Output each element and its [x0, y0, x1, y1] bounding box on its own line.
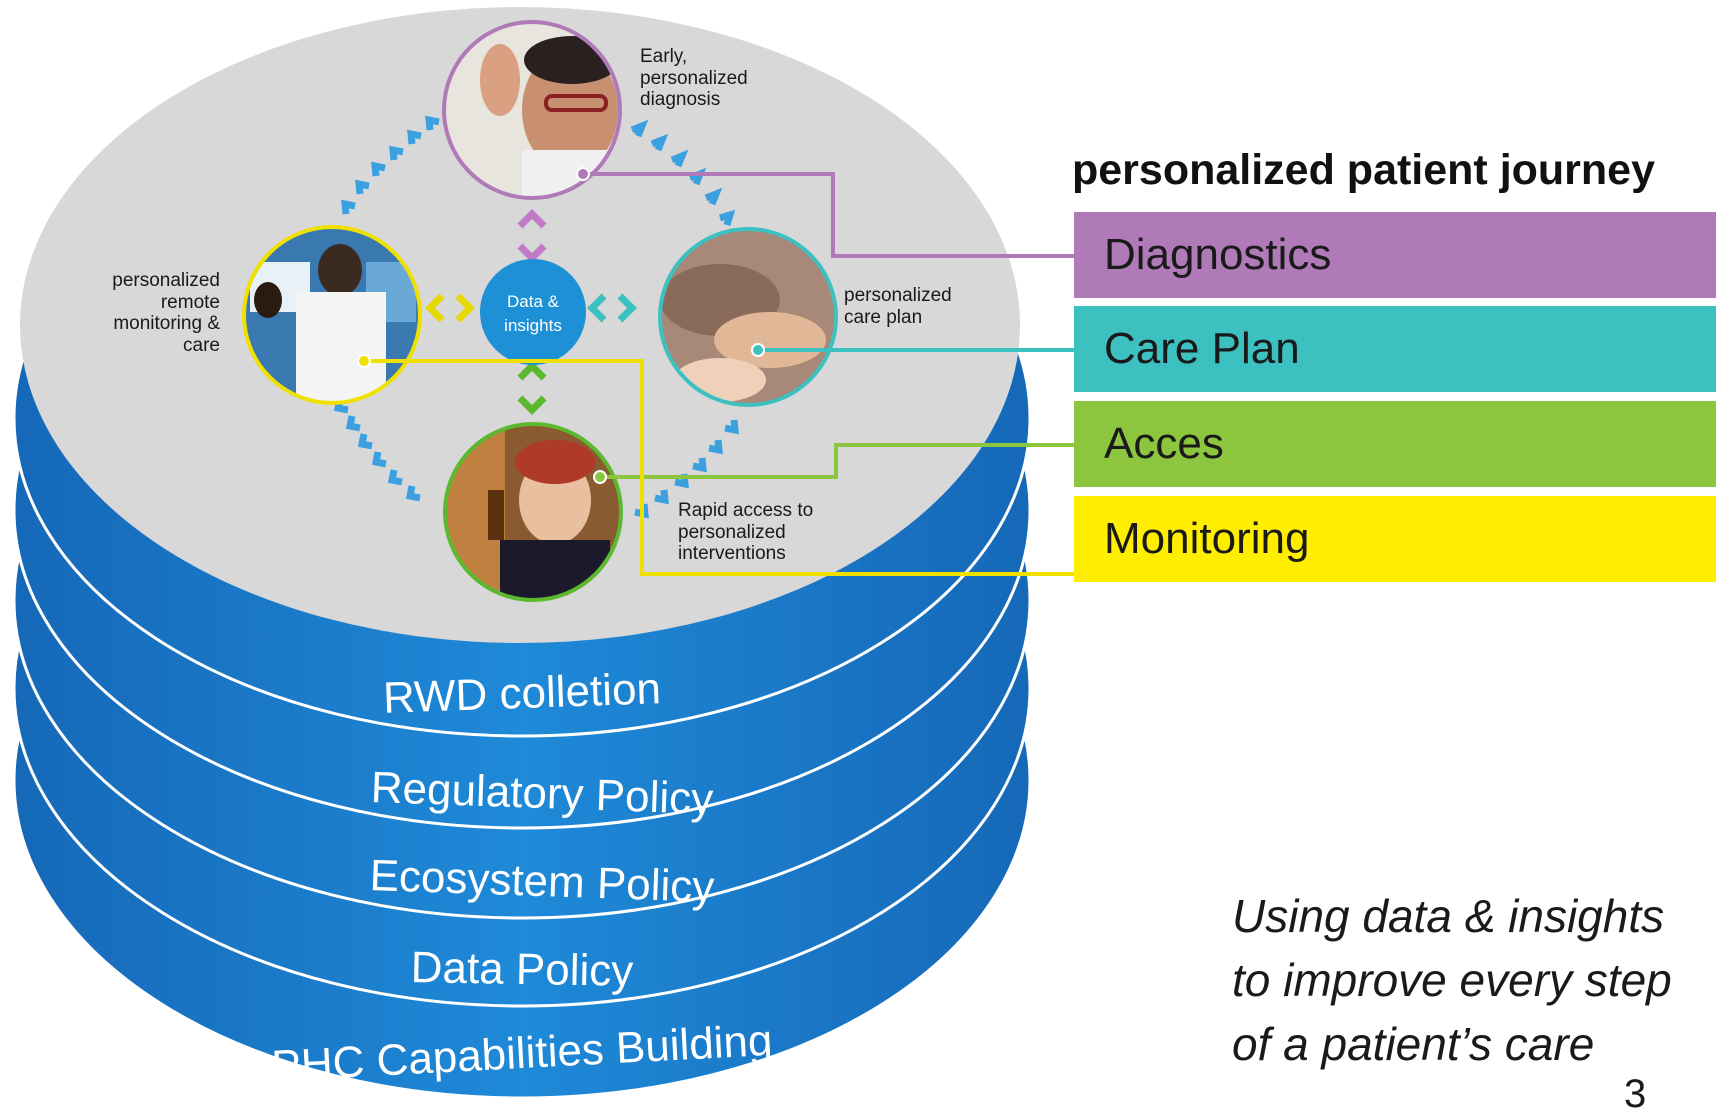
connector-monitoring: [364, 359, 1076, 576]
tagline-line-3: of a patient’s care: [1232, 1018, 1595, 1070]
access-circle: [443, 422, 623, 602]
diagnosis-caption-1: Early,: [640, 46, 687, 67]
hub-label-line2: insights: [504, 316, 562, 335]
access-caption-3: interventions: [678, 543, 786, 564]
hub-arrow-up: [517, 209, 547, 263]
hub-arrows: [425, 209, 637, 415]
tagline-line-1: Using data & insights: [1232, 890, 1665, 942]
monitoring-caption-1: personalized: [112, 270, 220, 291]
layer-label-rwd: RWD colletion: [382, 664, 661, 723]
arrow-mon-to-diag: [341, 199, 356, 215]
tagline-line-2: to improve every step: [1232, 954, 1672, 1006]
hub-arrow-down: [517, 361, 547, 415]
arrow-care-to-access: [724, 419, 739, 435]
data-insights-hub: [480, 259, 586, 365]
care-plan-caption-2: care plan: [844, 307, 922, 328]
legend-item-access: Acces: [1074, 401, 1716, 487]
legend-item-monitoring: Monitoring: [1074, 496, 1716, 582]
access-caption-2: personalized: [678, 522, 786, 543]
cycle-arrows: [333, 115, 739, 519]
legend-item-diagnostics: Diagnostics: [1074, 212, 1716, 298]
connector-diagnostics: [583, 172, 1076, 258]
care-plan-circle: [658, 227, 838, 407]
diagnosis-caption-3: diagnosis: [640, 89, 720, 110]
dot-diagnostics: [576, 167, 590, 181]
arrow-access-to-mon: [405, 485, 421, 502]
legend-item-care-plan: Care Plan: [1074, 306, 1716, 392]
connector-access: [600, 443, 1076, 479]
diagnosis-circle: [442, 20, 622, 200]
dot-access: [593, 470, 607, 484]
layer-label-data: Data Policy: [410, 943, 633, 996]
dot-monitoring: [357, 354, 371, 368]
hub-label-line1: Data &: [507, 292, 560, 311]
monitoring-caption-4: care: [183, 335, 220, 356]
diagnosis-caption-2: personalized: [640, 68, 748, 89]
layer-label-regulatory: Regulatory Policy: [370, 763, 714, 824]
tagline: Using data & insights to improve every s…: [1232, 884, 1724, 1076]
access-caption-1: Rapid access to: [678, 500, 813, 521]
hub-arrow-left: [425, 293, 475, 323]
care-plan-caption-1: personalized: [844, 285, 952, 306]
monitoring-caption-3: monitoring &: [113, 313, 220, 334]
legend-title: personalized patient journey: [1072, 146, 1655, 194]
page-number: 3: [1624, 1072, 1647, 1116]
connector-dots: [357, 167, 765, 484]
arrow-diag-to-care: [630, 119, 649, 138]
legend-connectors: [364, 172, 1076, 576]
monitoring-caption-2: remote: [161, 292, 220, 313]
hub-arrow-right: [587, 293, 637, 323]
dot-care-plan: [751, 343, 765, 357]
layer-label-ecosystem: Ecosystem Policy: [369, 851, 715, 912]
monitoring-circle: [242, 225, 422, 405]
